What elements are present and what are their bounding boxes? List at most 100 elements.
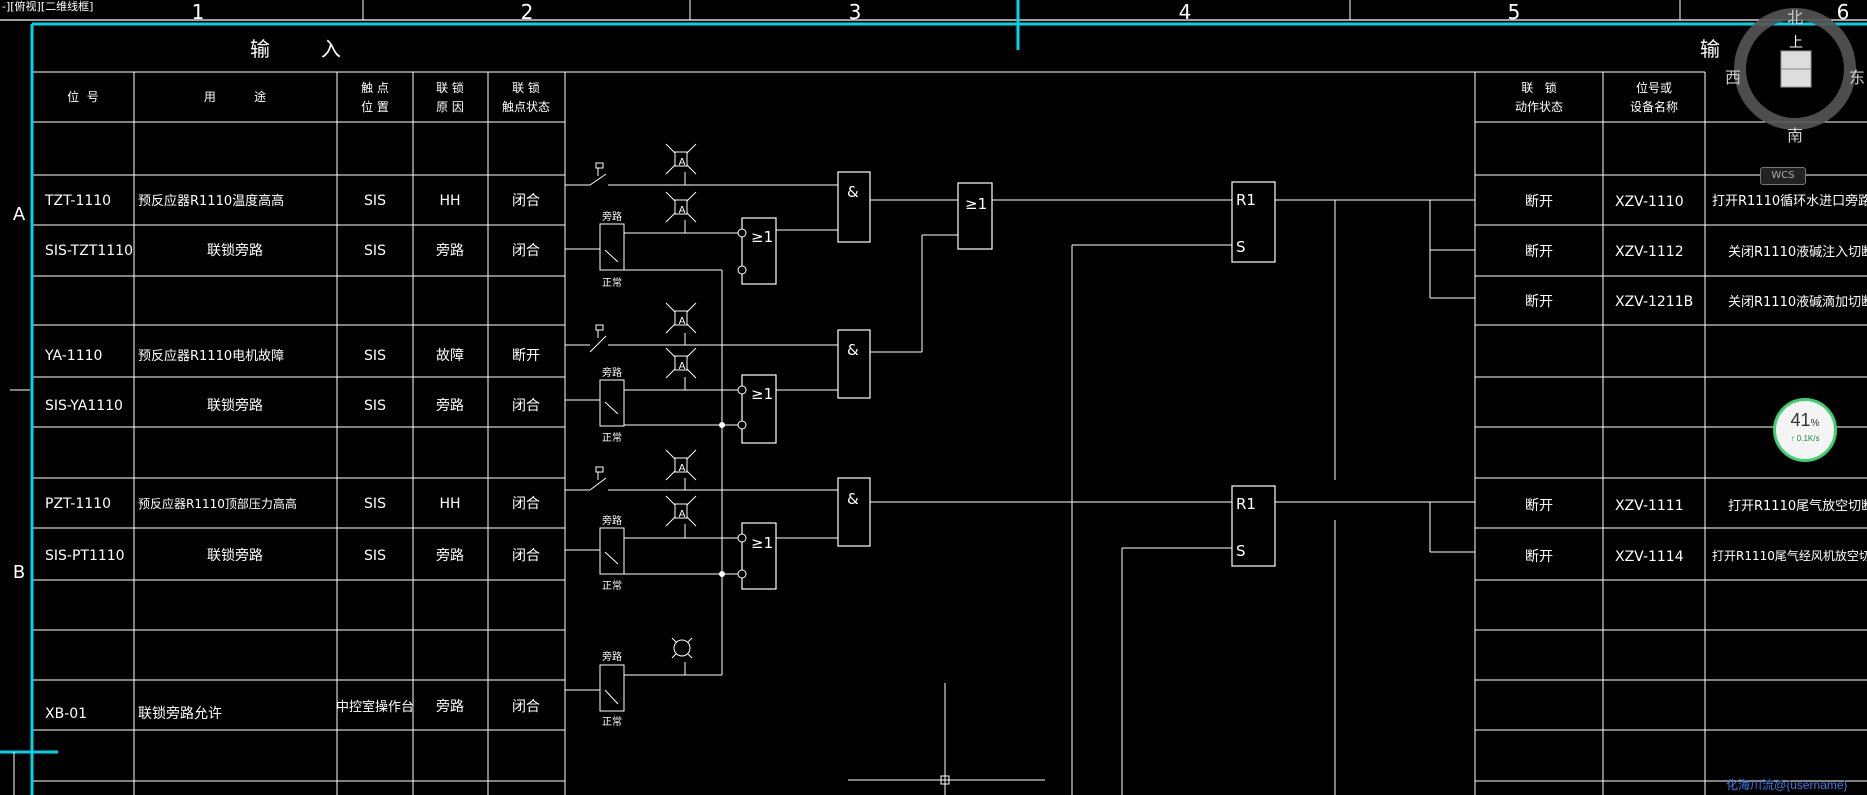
output-action: 断开 [1525, 549, 1553, 565]
column-number: 6 [1837, 0, 1850, 24]
input-pos: SIS [364, 243, 386, 259]
rs-flipflop-2[interactable] [1231, 485, 1276, 567]
alarm-icon [665, 347, 697, 379]
and-gate-label: & [847, 490, 859, 508]
rs-s-label: S [1236, 542, 1246, 560]
rs-r-label: R1 [1236, 495, 1256, 513]
column-number: 5 [1508, 0, 1521, 24]
column-number: 2 [521, 0, 534, 24]
bypass-label: 旁路 [602, 366, 622, 379]
input-reason: 旁路 [436, 698, 464, 715]
inverter-bubble [737, 228, 747, 238]
input-pos: SIS [364, 496, 386, 512]
header-action: 动作状态 [1515, 100, 1563, 114]
output-purpose: 打开R1110尾气放空切断阀 [1728, 498, 1867, 514]
input-tag[interactable]: TZT-1110 [44, 193, 111, 209]
input-reason: 故障 [436, 348, 464, 364]
input-reason: 旁路 [436, 397, 464, 414]
header-device: 设备名称 [1630, 99, 1678, 114]
input-reason: HH [439, 193, 460, 209]
output-device[interactable]: XZV-1112 [1615, 244, 1684, 260]
compass-east-label[interactable]: 东 [1849, 68, 1865, 87]
alarm-icon [665, 495, 697, 527]
output-device[interactable]: XZV-1114 [1615, 549, 1684, 565]
output-device[interactable]: XZV-1110 [1615, 194, 1684, 210]
header-interlock-contact: 触点状态 [502, 100, 550, 114]
input-tag[interactable]: SIS-YA1110 [45, 398, 123, 414]
alarm-icon [665, 449, 697, 481]
output-purpose: 打开R1110尾气经风机放空切断阀 [1712, 548, 1867, 563]
watermark-text: 化海川流@{username} [1726, 778, 1848, 792]
input-state: 断开 [512, 348, 540, 364]
input-purpose: 预反应器R1110顶部压力高高 [138, 496, 297, 511]
viewcube-top-label[interactable]: 上 [1789, 35, 1803, 51]
column-number: 1 [192, 0, 205, 24]
or-gate-label: ≥1 [751, 385, 773, 403]
header-contact-pos: 触 点 [361, 81, 389, 95]
rs-r-label: R1 [1236, 191, 1256, 209]
or-gate-label: ≥1 [751, 534, 773, 552]
and-gate-label: & [847, 341, 859, 359]
alarm-label: A [679, 205, 686, 216]
normal-label: 正常 [602, 431, 622, 444]
and-gate-2[interactable] [837, 329, 871, 399]
input-purpose: 联锁旁路 [207, 242, 263, 259]
output-purpose: 关闭R1110液碱滴加切断阀 [1728, 294, 1867, 310]
header-device: 位号或 [1636, 80, 1672, 95]
rs-flipflop-1[interactable] [1231, 181, 1276, 263]
viewport-label[interactable]: -][俯视][二维线框] [0, 0, 96, 14]
section-input-title: 输 入 [250, 37, 341, 61]
and-gate-3[interactable] [837, 477, 871, 547]
input-tag[interactable]: YA-1110 [44, 348, 102, 364]
input-purpose: 联锁旁路允许 [138, 705, 222, 722]
compass-north-label[interactable]: 北 [1787, 8, 1803, 27]
or-gate-main[interactable] [957, 182, 993, 250]
output-device[interactable]: XZV-1111 [1615, 498, 1684, 514]
input-tag[interactable]: PZT-1110 [45, 496, 111, 512]
or-gate-2[interactable] [741, 374, 777, 444]
normal-label: 正常 [602, 276, 622, 289]
input-reason: HH [439, 496, 460, 512]
inverter-bubble [737, 385, 747, 395]
row-letter: A [13, 204, 26, 225]
output-action: 断开 [1525, 244, 1553, 260]
input-state: 闭合 [512, 193, 540, 209]
or-gate-3[interactable] [741, 522, 777, 590]
perf-speed: ↑ 0.1K/s [1790, 434, 1820, 443]
input-pos: SIS [364, 548, 386, 564]
input-state: 闭合 [512, 243, 540, 259]
or-gate-1[interactable] [741, 217, 777, 285]
perf-unit: % [1810, 418, 1820, 429]
header-tag: 位 号 [67, 89, 99, 104]
input-state: 闭合 [512, 496, 540, 512]
row-letter: B [13, 562, 25, 583]
or-gate-label: ≥1 [751, 228, 773, 246]
input-tag[interactable]: SIS-TZT1110 [45, 243, 133, 259]
column-number: 3 [849, 0, 862, 24]
normal-label: 正常 [602, 579, 622, 592]
input-purpose: 联锁旁路 [207, 397, 263, 414]
bypass-label: 旁路 [602, 210, 622, 223]
input-tag[interactable]: SIS-PT1110 [45, 548, 125, 564]
input-pos: SIS [364, 398, 386, 414]
alarm-label: A [679, 361, 686, 372]
and-gate-1[interactable] [837, 171, 871, 243]
input-tag[interactable]: XB-01 [45, 706, 87, 722]
network-speed-widget[interactable]: 41% ↑ 0.1K/s [1773, 398, 1837, 462]
column-number: 4 [1179, 0, 1192, 24]
input-state: 闭合 [512, 699, 540, 715]
viewcube-compass[interactable]: 北 南 东 西 上 [1719, 0, 1867, 147]
rs-s-label: S [1236, 238, 1246, 256]
alarm-label: A [679, 157, 686, 168]
wcs-button[interactable]: WCS [1760, 167, 1806, 185]
compass-west-label[interactable]: 西 [1725, 68, 1741, 87]
header-interlock-reason: 原 因 [436, 100, 464, 114]
output-device[interactable]: XZV-1211B [1615, 294, 1693, 310]
compass-south-label[interactable]: 南 [1787, 126, 1803, 145]
and-gate-label: & [847, 183, 859, 201]
output-purpose: 打开R1110循环水进口旁路切断阀 [1712, 193, 1867, 209]
header-action: 联 锁 [1521, 80, 1556, 95]
input-state: 闭合 [512, 548, 540, 564]
inverter-bubble [737, 420, 747, 430]
